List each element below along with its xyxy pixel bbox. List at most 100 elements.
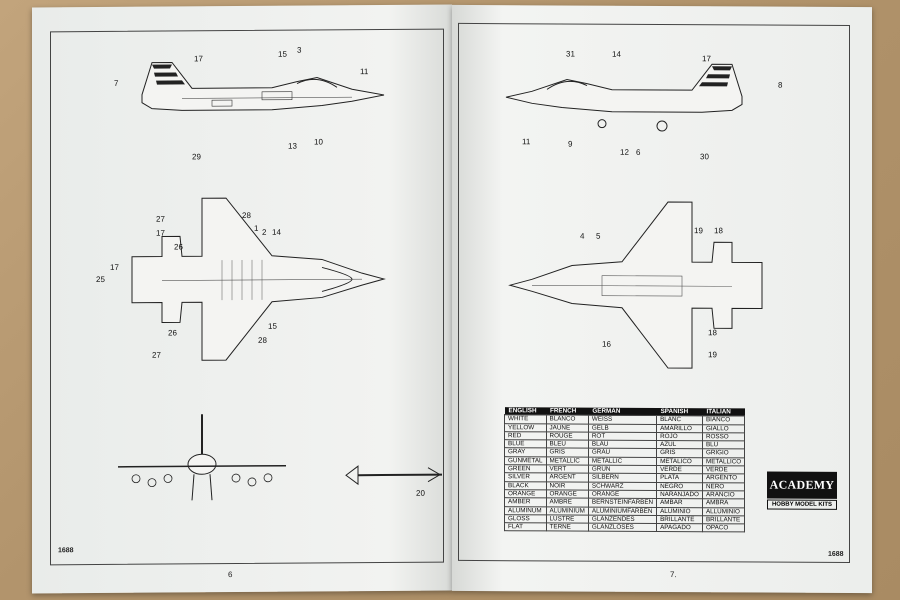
column-header: ITALIAN — [702, 408, 745, 417]
table-cell: GRIGIO — [702, 449, 745, 458]
right-page: 31 14 17 8 11 9 12 6 30 4 5 19 18 16 18 … — [452, 4, 872, 594]
table-cell: GLOSS — [504, 514, 547, 524]
table-cell: GELB — [588, 423, 657, 433]
aircraft-bottom-view — [508, 201, 763, 369]
table-cell: FLAT — [504, 522, 547, 532]
table-cell: BRILLANTE — [656, 515, 703, 524]
table-cell: VERDE — [656, 465, 703, 475]
aircraft-side-view — [141, 61, 385, 111]
callout: 7 — [114, 78, 119, 88]
callout: 25 — [96, 274, 105, 285]
table-cell: VERT — [546, 464, 589, 474]
column-header: SPANISH — [656, 407, 703, 417]
table-cell: GRAY — [504, 448, 547, 457]
table-cell: GRUN — [588, 465, 657, 474]
callout: 4 — [580, 231, 585, 241]
instruction-booklet: 7 17 15 3 11 29 13 10 27 17 28 1 2 14 26… — [32, 4, 872, 594]
table-cell: NARANJADO — [656, 490, 703, 499]
table-cell: ROUGE — [546, 431, 589, 441]
table-cell: OPACO — [702, 523, 745, 533]
callout: 13 — [288, 141, 297, 151]
callout: 18 — [708, 328, 717, 338]
callout: 17 — [702, 54, 711, 64]
table-cell: BLU — [702, 440, 745, 450]
table-cell: LUSTRE — [546, 514, 589, 524]
callout: 12 — [620, 147, 629, 157]
table-cell: APAGADO — [656, 523, 703, 533]
table-cell: ARANCIO — [702, 490, 745, 500]
column-header: FRENCH — [546, 407, 589, 416]
logo-brand: ACADEMY — [767, 471, 837, 499]
table-cell: AMBRA — [702, 498, 745, 508]
table-cell: BLANCO — [546, 415, 589, 424]
table-cell: BLAU — [588, 440, 657, 449]
callout: 10 — [314, 137, 323, 147]
callout: 8 — [778, 80, 783, 90]
table-cell: ARGENTO — [702, 474, 745, 483]
table-cell: ALUMINIUM — [546, 506, 589, 515]
callout: 15 — [268, 321, 277, 331]
page-code: 1688 — [828, 550, 844, 558]
table-cell: GRAU — [588, 448, 657, 458]
table-cell: GLANZLOSES — [588, 523, 657, 532]
callout: 9 — [568, 139, 573, 149]
callout: 2 — [262, 227, 267, 237]
aircraft-front-view — [118, 414, 286, 501]
table-cell: NERO — [702, 482, 745, 491]
page-code: 1688 — [58, 547, 74, 555]
table-cell: WHITE — [504, 414, 547, 424]
callout: 3 — [297, 45, 302, 55]
table-cell: GLANZENDES — [588, 514, 657, 524]
table-cell: BLANC — [656, 415, 703, 425]
column-header: ENGLISH — [504, 407, 547, 416]
table-cell: ALLUMINIO — [702, 507, 745, 516]
table-cell: ORANGE — [588, 490, 657, 499]
table-cell: GRIS — [656, 448, 703, 458]
table-cell: METALLIC — [546, 456, 589, 466]
table-cell: ARGENT — [546, 473, 589, 482]
callout: 27 — [156, 214, 165, 224]
callout: 19 — [694, 226, 703, 236]
table-cell: JAUNE — [546, 423, 589, 433]
table-cell: AMBER — [504, 497, 547, 507]
callout: 1 — [254, 223, 259, 233]
table-cell: METALICO — [656, 457, 703, 466]
table-cell: TERNE — [546, 523, 589, 532]
table-cell: PLATA — [656, 473, 703, 483]
table-cell: ALUMINIO — [656, 507, 703, 516]
table-cell: WEISS — [588, 415, 657, 425]
callout: 11 — [522, 137, 531, 147]
table-cell: ORANGE — [504, 489, 547, 499]
callout: 16 — [602, 339, 611, 349]
callout: 17 — [110, 262, 119, 272]
table-cell: ROT — [588, 432, 657, 441]
table-cell: BLEU — [546, 440, 589, 449]
table-cell: AMBAR — [656, 498, 703, 508]
table-cell: SILBERN — [588, 473, 657, 483]
table-cell: AZUL — [656, 440, 703, 450]
callout: 30 — [700, 152, 709, 162]
table-cell: GREEN — [504, 464, 547, 474]
table-cell: METALLICO — [702, 457, 745, 467]
callout: 19 — [708, 350, 717, 360]
callout: 5 — [596, 231, 601, 241]
table-cell: GIALLO — [702, 424, 745, 433]
table-cell: GRIS — [546, 448, 589, 457]
callout: 27 — [152, 350, 161, 360]
table-cell: SILVER — [504, 473, 547, 482]
color-reference-table: ENGLISH FRENCH GERMAN SPANISH ITALIAN WH… — [504, 407, 745, 533]
table-cell: BIANCO — [702, 416, 745, 425]
callout: 11 — [360, 67, 369, 77]
table-cell: BERNSTEINFARBEN — [588, 498, 657, 508]
table-cell: BLUE — [504, 439, 547, 449]
callout: 31 — [566, 49, 575, 59]
table-cell: GUNMETAL — [504, 456, 547, 465]
table-cell: NOIR — [546, 481, 589, 491]
logo-subtitle: HOBBY MODEL KITS — [767, 499, 837, 510]
page-number: 7. — [670, 570, 677, 580]
callout: 17 — [194, 54, 203, 64]
callout: 28 — [242, 210, 251, 220]
callout: 20 — [416, 488, 425, 498]
callout: 28 — [258, 335, 267, 345]
